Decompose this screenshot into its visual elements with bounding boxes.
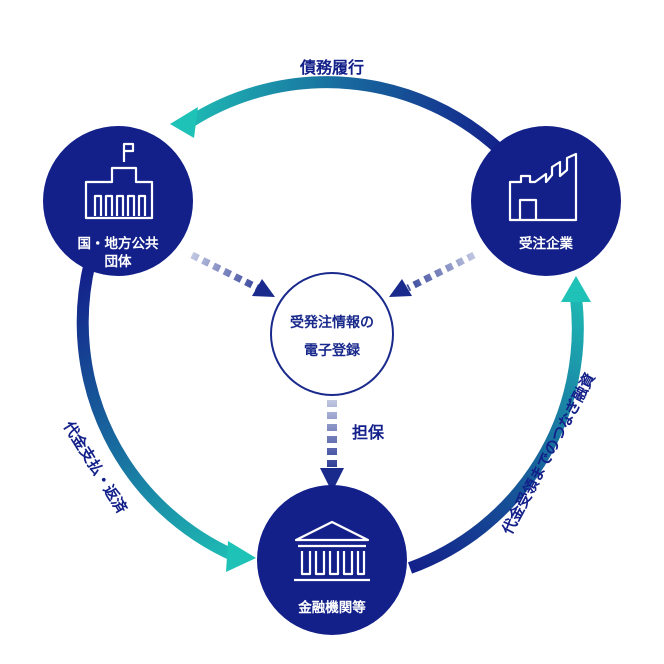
registry-label-line1: 受発注情報の [290,314,374,331]
bank-building-icon [294,520,370,582]
contractor-to-registry-connector [406,251,476,292]
right-flow-arrowhead [561,276,591,302]
factory-icon [508,152,578,222]
registry-node: 受発注情報の 電子登録 [270,272,394,396]
top-flow-label: 債務履行 [299,58,364,77]
government-label-line1: 国・地方公共 [78,235,159,252]
left-flow-arrowhead [226,541,256,572]
gov-to-registry-arrowhead [252,279,275,297]
bank-node: 金融機関等 [257,485,407,635]
bank-label: 金融機関等 [297,599,366,616]
right-flow-label: 代金受領までのつなぎ融資 [498,370,599,538]
left-flow-label: 代金支払・返済 [59,417,131,517]
top-flow-arrowhead [170,107,198,138]
government-label-line2: 団体 [105,253,132,270]
middle-flow-label: 担保 [352,423,385,442]
contractor-node: 受注企業 [471,126,621,276]
government-node: 国・地方公共 団体 [43,126,193,276]
contractor-label: 受注企業 [519,235,573,252]
right-flow-arrow [407,297,584,574]
registry-to-bank-arrowhead [320,468,344,492]
contractor-to-registry-arrowhead [389,279,412,297]
gov-to-registry-connector [190,251,260,292]
government-building-icon [84,142,154,220]
registry-label-line2: 電子登録 [304,342,361,359]
top-flow-arrow [186,76,505,155]
left-flow-arrow [76,260,238,562]
